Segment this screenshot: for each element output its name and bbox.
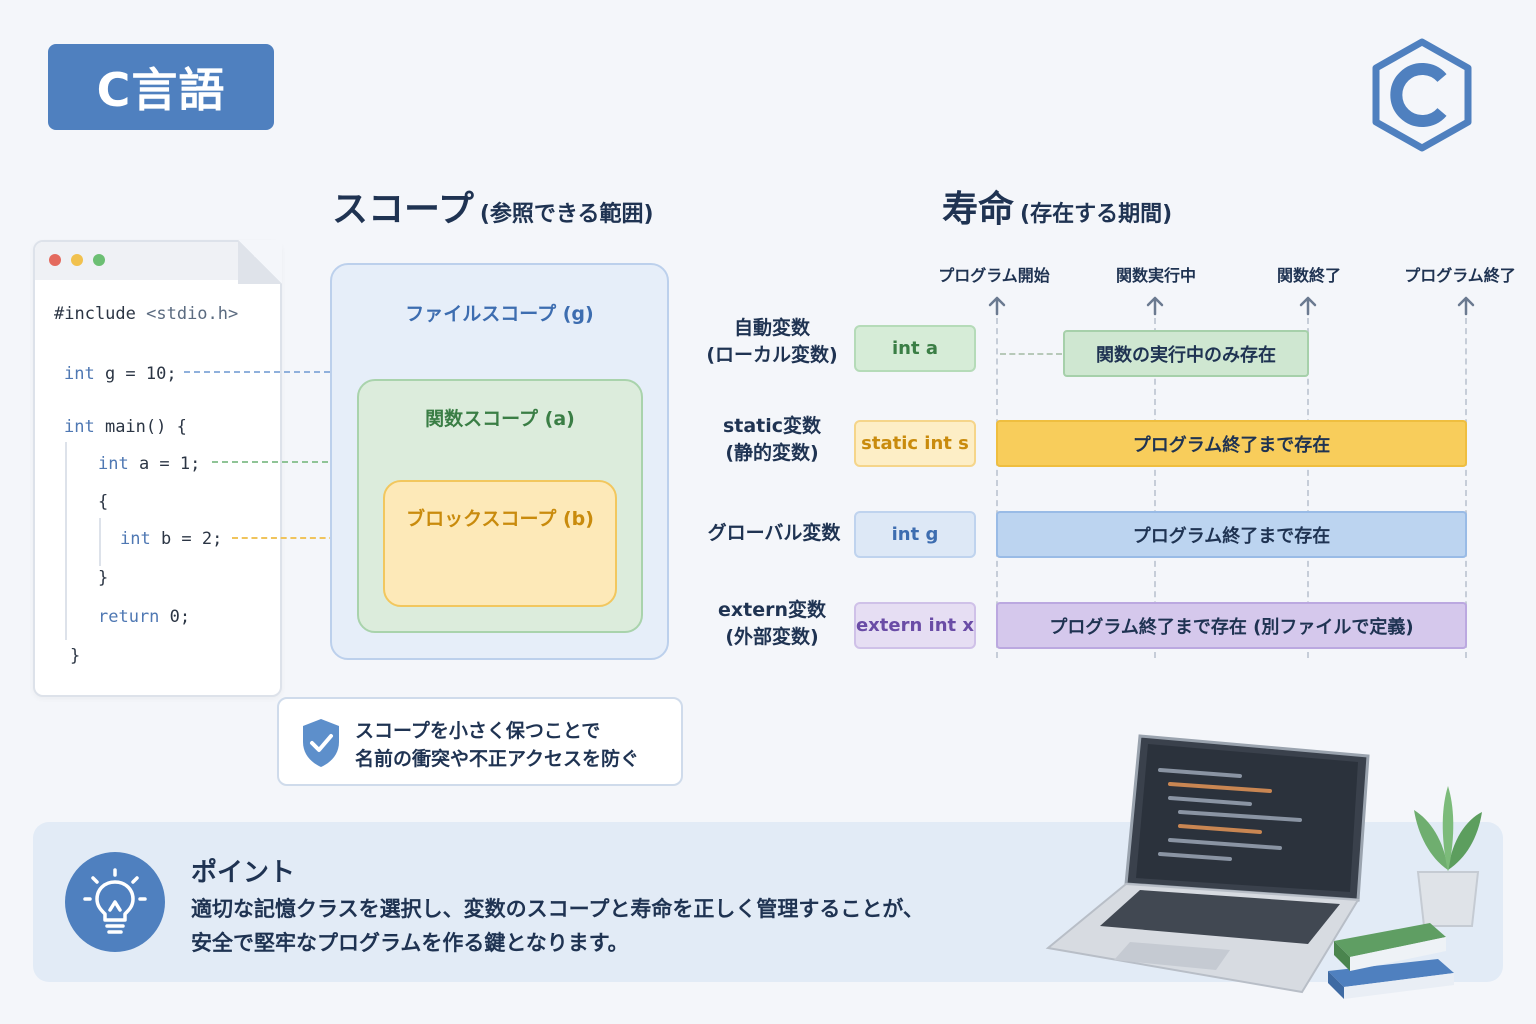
connector-a — [212, 461, 358, 463]
indent-guide — [65, 442, 67, 640]
row-label-automatic: 自動変数 (ローカル変数) — [706, 317, 838, 366]
code-line-return: return 0; — [98, 607, 191, 627]
connector-g — [184, 371, 330, 373]
function-scope-label: 関数スコープ (a) — [425, 408, 575, 430]
code-line-close-inner: } — [98, 568, 109, 588]
milestone-function-running: 関数実行中 — [1115, 266, 1197, 285]
connector-automatic — [1000, 353, 1062, 355]
row-label-static: static変数 (静的変数) — [722, 415, 822, 464]
code-line-local-a: int a = 1; — [98, 454, 201, 474]
code-line-close-main: } — [70, 646, 81, 666]
close-dot-icon — [49, 254, 61, 266]
scope-heading-title: スコープ — [332, 189, 474, 230]
bar-static: プログラム終了まで存在 — [996, 420, 1467, 467]
chip-static-int-s: static int s — [854, 420, 976, 467]
code-line-open-brace: { — [98, 492, 109, 512]
code-line-include: #include <stdio.h> — [54, 304, 239, 324]
milestone-line-start — [996, 318, 998, 658]
lifetime-heading-title: 寿命 — [942, 189, 1015, 230]
plant-icon — [1414, 786, 1482, 927]
lifetime-heading-note: (存在する期間) — [1020, 202, 1173, 227]
page-fold-icon — [238, 240, 282, 284]
point-body: 適切な記憶クラスを選択し、変数のスコープと寿命を正しく管理することが、 安全で堅… — [191, 897, 924, 955]
scope-heading: スコープ (参照できる範囲) — [332, 180, 654, 232]
milestone-line-running — [1154, 318, 1156, 658]
indent-guide-inner — [99, 518, 101, 566]
scope-heading-note: (参照できる範囲) — [479, 202, 654, 227]
block-scope-box: ブロックスコープ (b) — [383, 480, 617, 607]
laptop-illustration-icon — [1045, 734, 1370, 994]
page-title: C言語 — [48, 44, 274, 130]
bar-global: プログラム終了まで存在 — [996, 511, 1467, 558]
bar-extern: プログラム終了まで存在 (別ファイルで定義) — [996, 602, 1467, 649]
arrow-up-icon — [1299, 296, 1317, 316]
arrow-up-icon — [1457, 296, 1475, 316]
file-scope-label: ファイルスコープ (g) — [405, 303, 594, 325]
maximize-dot-icon — [93, 254, 105, 266]
chip-int-g: int g — [854, 511, 976, 558]
c-language-logo-icon — [1372, 38, 1472, 152]
arrow-up-icon — [988, 296, 1006, 316]
row-label-global: グローバル変数 — [707, 522, 841, 544]
block-scope-label: ブロックスコープ (b) — [406, 508, 594, 530]
code-line-block-b: int b = 2; — [120, 529, 223, 549]
milestone-program-end: プログラム終了 — [1404, 266, 1516, 285]
minimize-dot-icon — [71, 254, 83, 266]
connector-b — [232, 537, 384, 539]
milestone-program-start: プログラム開始 — [938, 266, 1050, 285]
code-line-global: int g = 10; — [64, 364, 177, 384]
point-title: ポイント — [191, 858, 296, 888]
arrow-up-icon — [1146, 296, 1164, 316]
milestone-line-end — [1307, 318, 1309, 658]
milestone-function-end: 関数終了 — [1276, 266, 1342, 285]
lightbulb-badge — [65, 852, 165, 952]
bar-automatic: 関数の実行中のみ存在 — [1063, 330, 1309, 377]
row-label-extern: extern変数 (外部変数) — [717, 599, 826, 648]
lightbulb-icon — [83, 868, 147, 934]
shield-check-icon — [303, 719, 339, 767]
scope-tip-text: スコープを小さく保つことで 名前の衝突や不正アクセスを防ぐ — [355, 720, 640, 770]
code-line-main: int main() { — [64, 417, 187, 437]
books-icon — [1328, 923, 1454, 999]
scope-tip-box: スコープを小さく保つことで 名前の衝突や不正アクセスを防ぐ — [277, 697, 683, 786]
chip-int-a: int a — [854, 325, 976, 372]
milestone-line-program-end — [1465, 318, 1467, 658]
code-window: #include <stdio.h> int g = 10; int main(… — [33, 240, 282, 697]
lifetime-heading: 寿命 (存在する期間) — [942, 180, 1172, 232]
chip-extern-int-x: extern int x — [854, 602, 976, 649]
